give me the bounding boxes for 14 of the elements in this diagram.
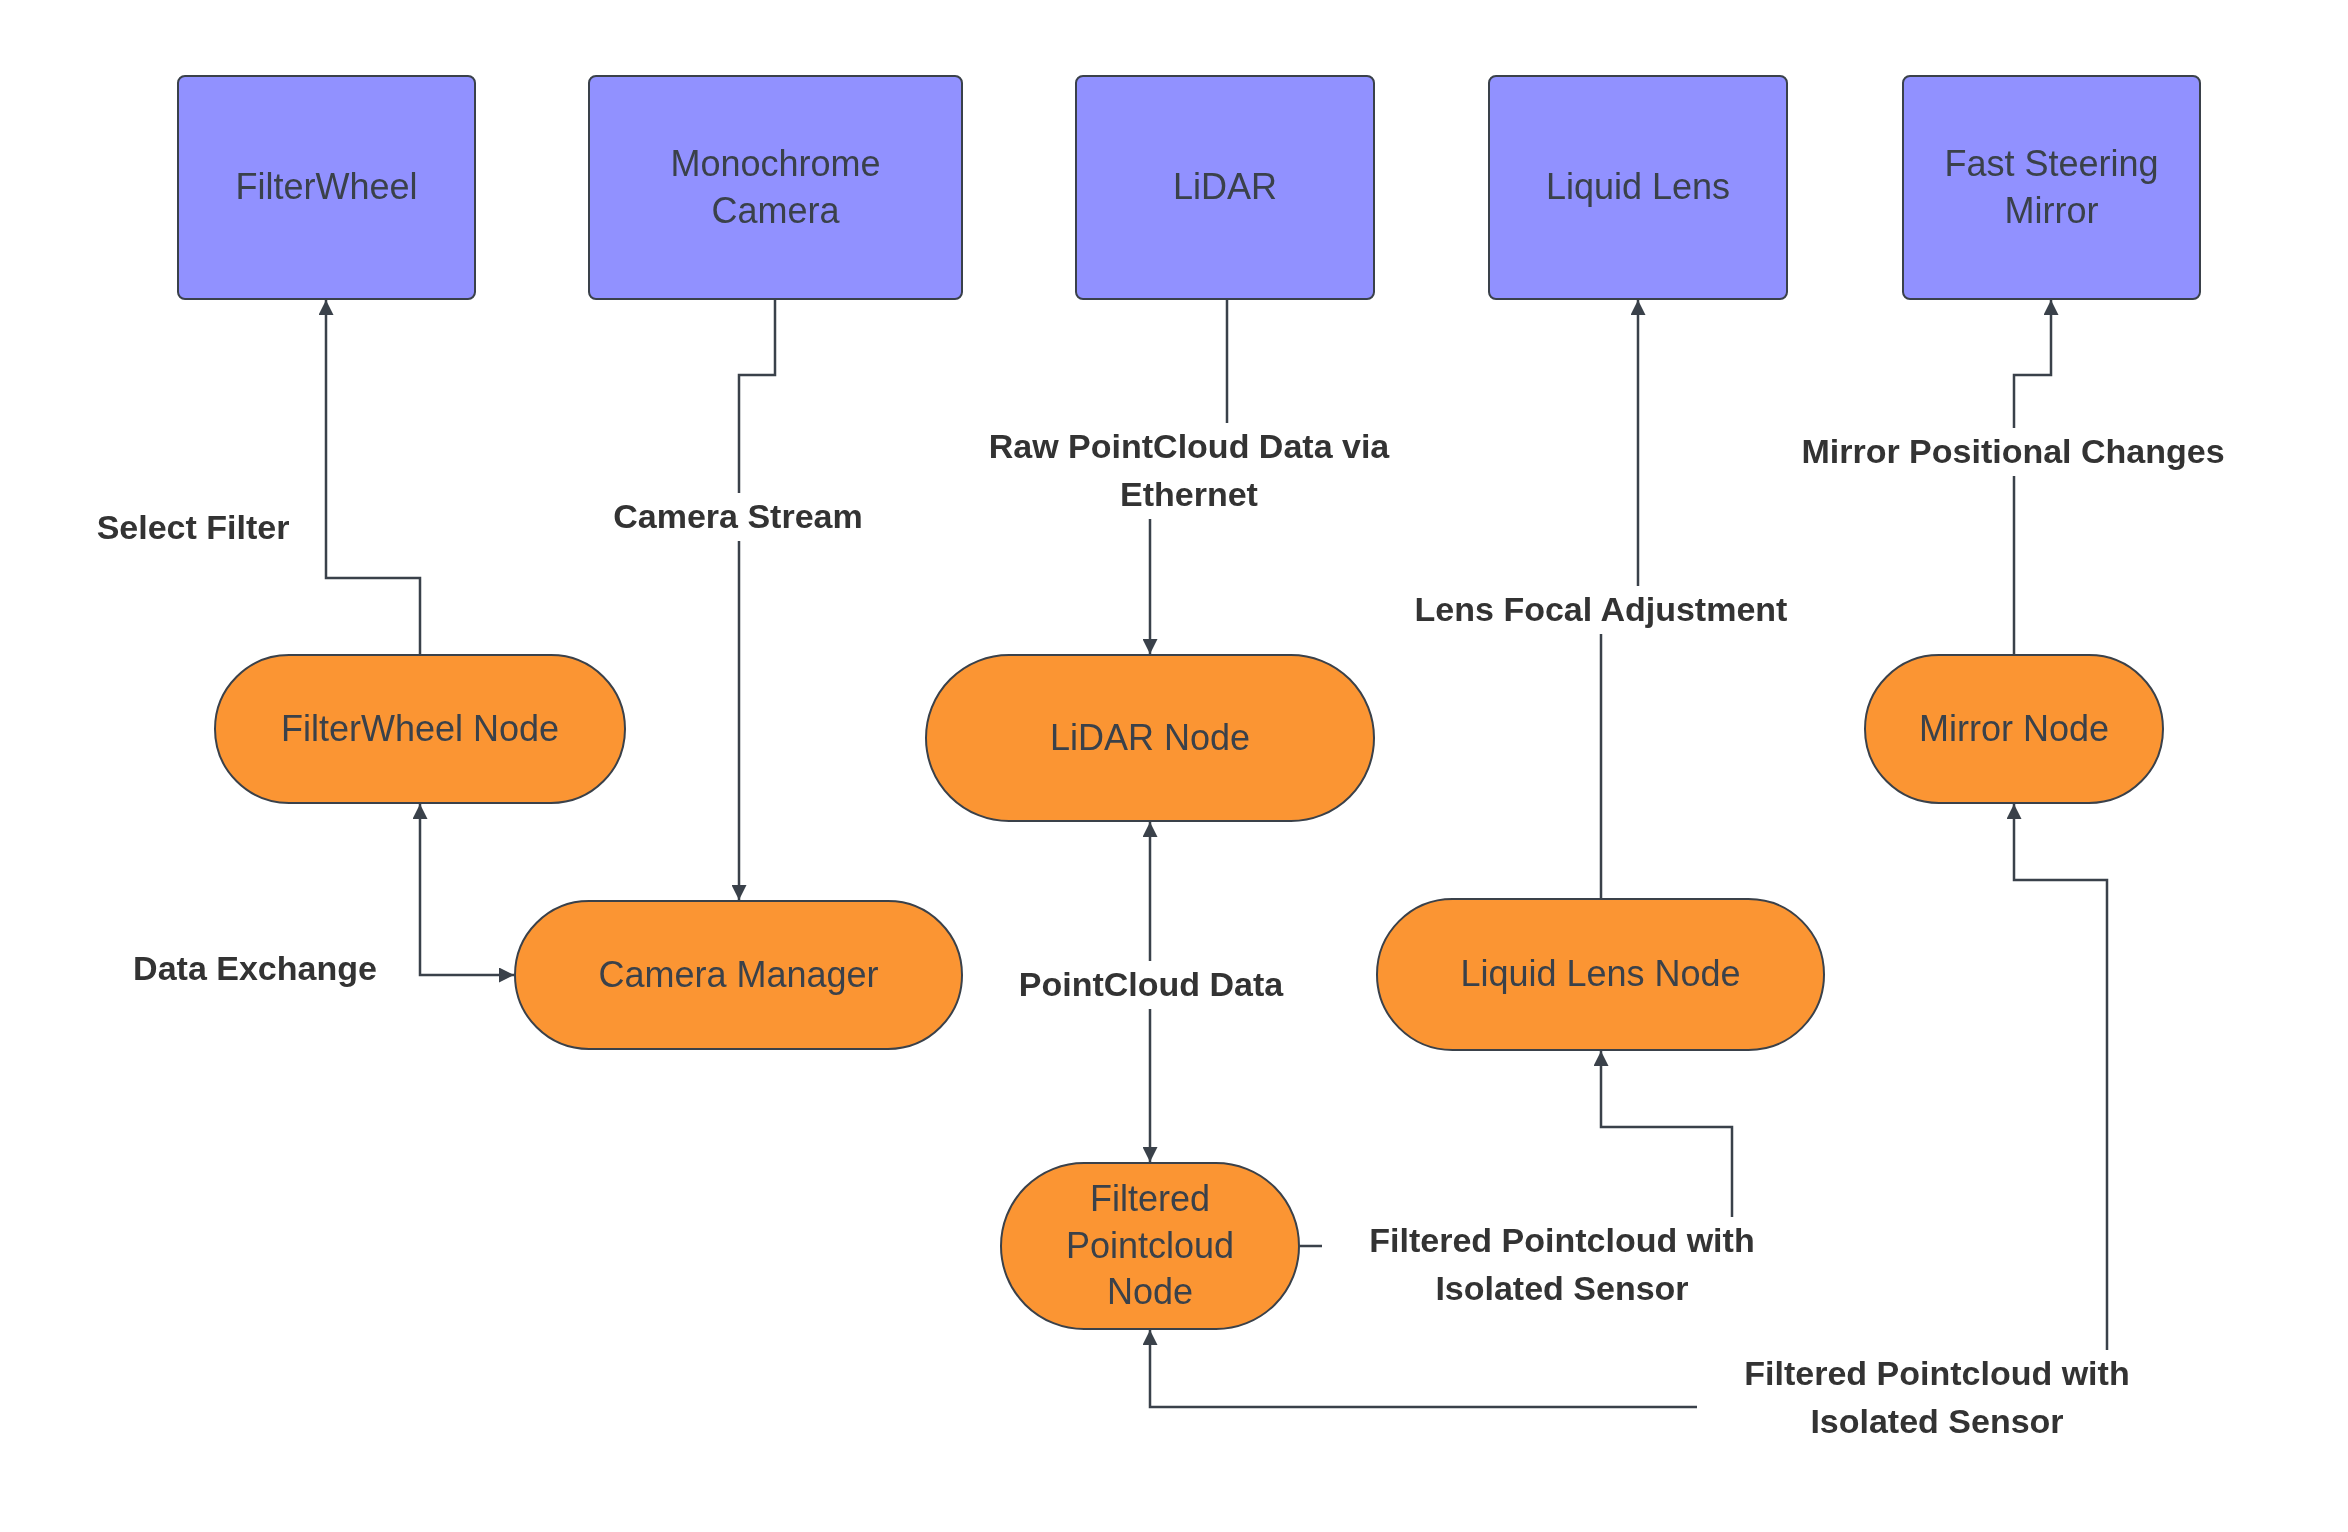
device-box: LiDAR [1075,75,1375,300]
device-box: Monochrome Camera [588,75,963,300]
process-pill: Mirror Node [1864,654,2164,804]
process-pill: Filtered Pointcloud Node [1000,1162,1300,1330]
process-pill: Liquid Lens Node [1376,898,1825,1051]
arrow [731,300,777,900]
process-pill: Camera Manager [514,900,963,1050]
device-box: Fast Steering Mirror [1902,75,2201,300]
arrow [412,804,514,983]
process-pill: LiDAR Node [925,654,1375,822]
device-box: Liquid Lens [1488,75,1788,300]
arrow [318,300,422,654]
process-pill: FilterWheel Node [214,654,626,804]
device-box: FilterWheel [177,75,476,300]
